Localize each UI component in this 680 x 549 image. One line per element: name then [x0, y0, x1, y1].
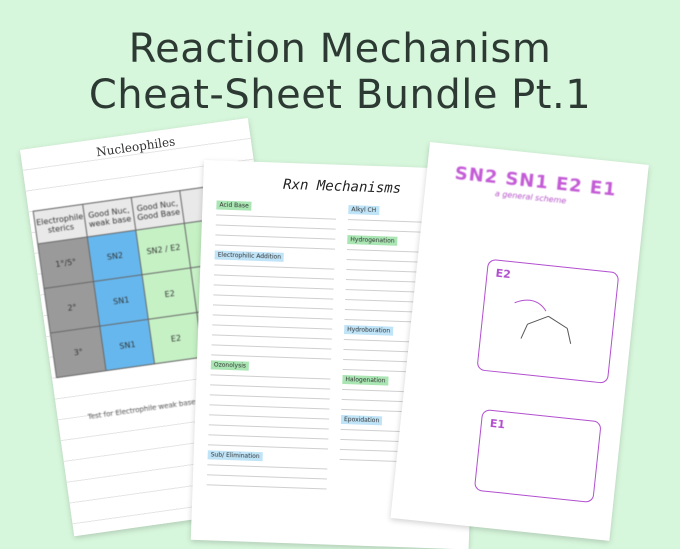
section-label: Sub/ Elimination: [207, 450, 263, 462]
table-cell: 3°: [50, 326, 107, 378]
table-cell: E2: [148, 312, 204, 364]
section-label: Hydroboration: [344, 324, 394, 336]
table-cell: E2: [142, 267, 198, 320]
page-title-line-1: Reaction Mechanism: [128, 26, 552, 72]
section-label: Hydrogenation: [347, 235, 398, 246]
section-label: Halogenation: [342, 374, 389, 386]
table-cell: SN1: [93, 274, 149, 327]
section-label: Epoxidation: [340, 414, 383, 426]
section-label: Ozonolysis: [210, 360, 250, 371]
mechanism-diagram: [514, 299, 572, 344]
table-cell: 2°: [44, 281, 101, 334]
table-cell: SN1: [100, 319, 155, 371]
sn-e-scheme-sheet: SN2 SN1 E2 E1 a general scheme E2 E1: [390, 142, 649, 541]
e2-box: E2: [476, 258, 620, 384]
table-cell: SN2: [87, 230, 143, 282]
notes-block: [437, 205, 627, 233]
table-cell: 1°/5°: [37, 236, 94, 289]
section-label: Acid Base: [216, 200, 252, 211]
left-column: Acid Base Electrophilic Addition Ozonoly…: [206, 200, 337, 494]
e1-box: E1: [473, 408, 602, 504]
page-title-line-2: Cheat-Sheet Bundle Pt.1: [88, 72, 592, 118]
table-cell: SN2 / E2: [136, 223, 191, 275]
section-label: Alkyl CH: [348, 205, 380, 216]
mechanism-tag: E1: [489, 416, 506, 432]
